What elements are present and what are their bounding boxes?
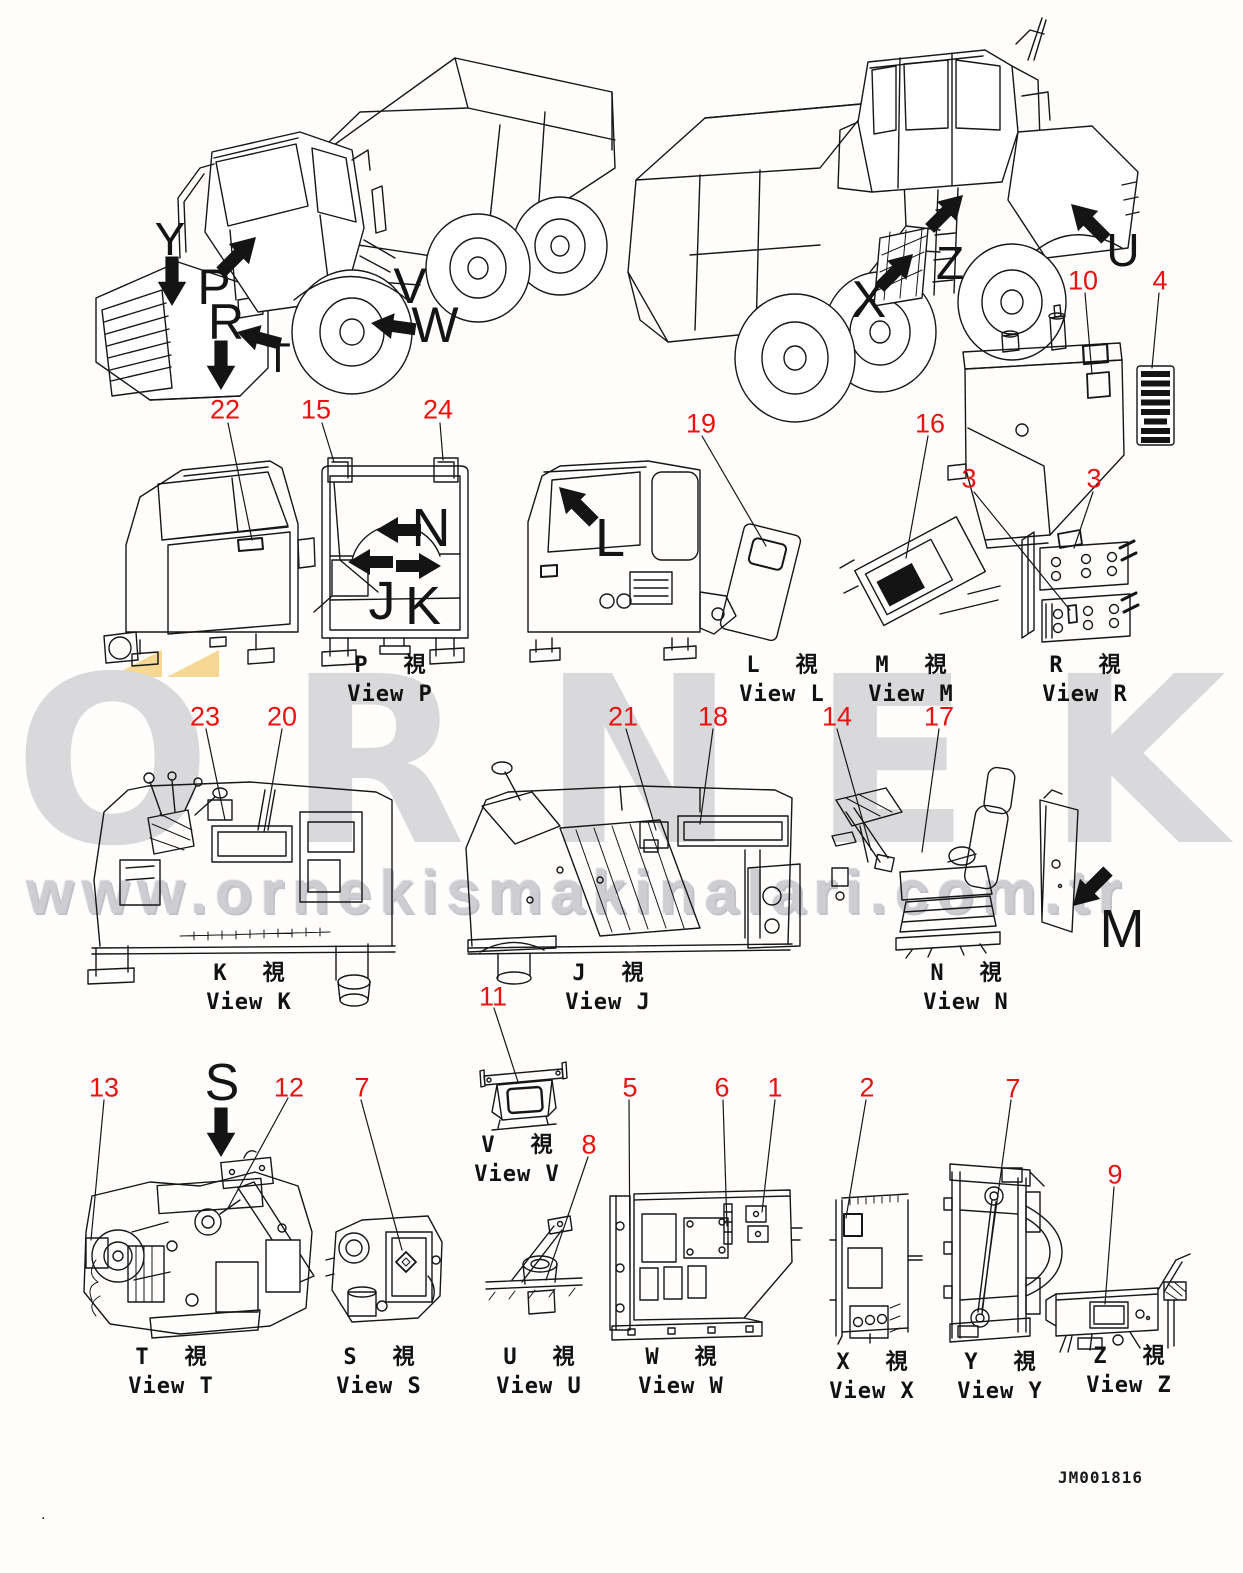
view-z-frame-drawing [1045,1253,1191,1353]
callout-11: 11 [478,981,508,1012]
callout-5: 5 [622,1072,638,1103]
cab-right-side-drawing [527,460,737,663]
callout-18: 18 [697,701,729,732]
view-direction-letter-K: K [404,576,442,636]
callout-20: 20 [266,701,298,732]
view-v-drawing [479,1061,568,1131]
hydraulic-tank-drawing [947,304,1125,549]
view-u-drawing [485,1215,583,1315]
callout-15: 15 [300,394,332,425]
view-direction-letter-R: R [207,294,245,350]
callout-3: 3 [961,463,977,494]
callout-24: 24 [422,394,454,425]
callout-17: 17 [923,701,955,732]
view-direction-letter-J: J [368,571,396,631]
view-direction-letter-L: L [594,508,626,568]
view-m-drawing [839,516,1001,627]
view-n-seat-drawing [831,766,1079,959]
view-r-drawing [1021,529,1140,643]
callout-7: 7 [354,1072,370,1103]
leader-lines [90,292,1160,1311]
cab-left-side-drawing [103,460,316,667]
truck-front-left-drawing [95,57,616,401]
callout-13: 13 [88,1072,120,1103]
view-y-cooler-drawing [943,1163,1063,1343]
view-direction-letter-M: M [1099,899,1145,959]
callout-23: 23 [189,701,221,732]
view-direction-letter-Z: Z [935,237,965,289]
view-direction-letter-V: V [393,258,427,314]
callout-3: 3 [1086,463,1102,494]
view-direction-letter-S: S [204,1054,240,1112]
view-direction-letter-N: N [411,498,451,558]
view-direction-letter-T: T [265,334,291,381]
callout-12: 12 [273,1072,305,1103]
stray-dot: . [41,1506,46,1523]
callout-14: 14 [821,701,853,732]
callout-6: 6 [714,1072,730,1103]
callout-22: 22 [209,394,241,425]
callout-16: 16 [914,408,946,439]
view-direction-letter-X: X [851,271,887,329]
callout-9: 9 [1107,1159,1123,1190]
truck-rear-right-drawing [627,17,1140,423]
view-j-drawing [465,761,801,985]
view-x-drawing [829,1193,923,1345]
drawing-number: JM001816 [1058,1468,1144,1487]
view-k-drawing [87,771,396,1007]
view-t-engine-drawing [83,1150,315,1339]
view-direction-letter-W: W [411,297,459,353]
callout-8: 8 [581,1129,597,1160]
label-plate-19-drawing [719,523,802,642]
callout-21: 21 [607,701,639,732]
view-direction-letter-U: U [1106,224,1140,276]
watermark-brand: ORNEK [14,627,1243,897]
callout-1: 1 [767,1072,783,1103]
callout-10: 10 [1067,265,1099,296]
callout-2: 2 [859,1072,875,1103]
callout-4: 4 [1152,265,1168,296]
view-s-engine-drawing [325,1215,443,1323]
view-direction-letter-Y: Y [154,213,186,265]
callout-7: 7 [1005,1073,1021,1104]
watermark-url: www.ornekismakinalari.com.tr [26,858,1130,926]
striped-label-plate [1136,365,1175,446]
callout-19: 19 [685,408,717,439]
view-direction-letter-P: P [197,259,231,315]
